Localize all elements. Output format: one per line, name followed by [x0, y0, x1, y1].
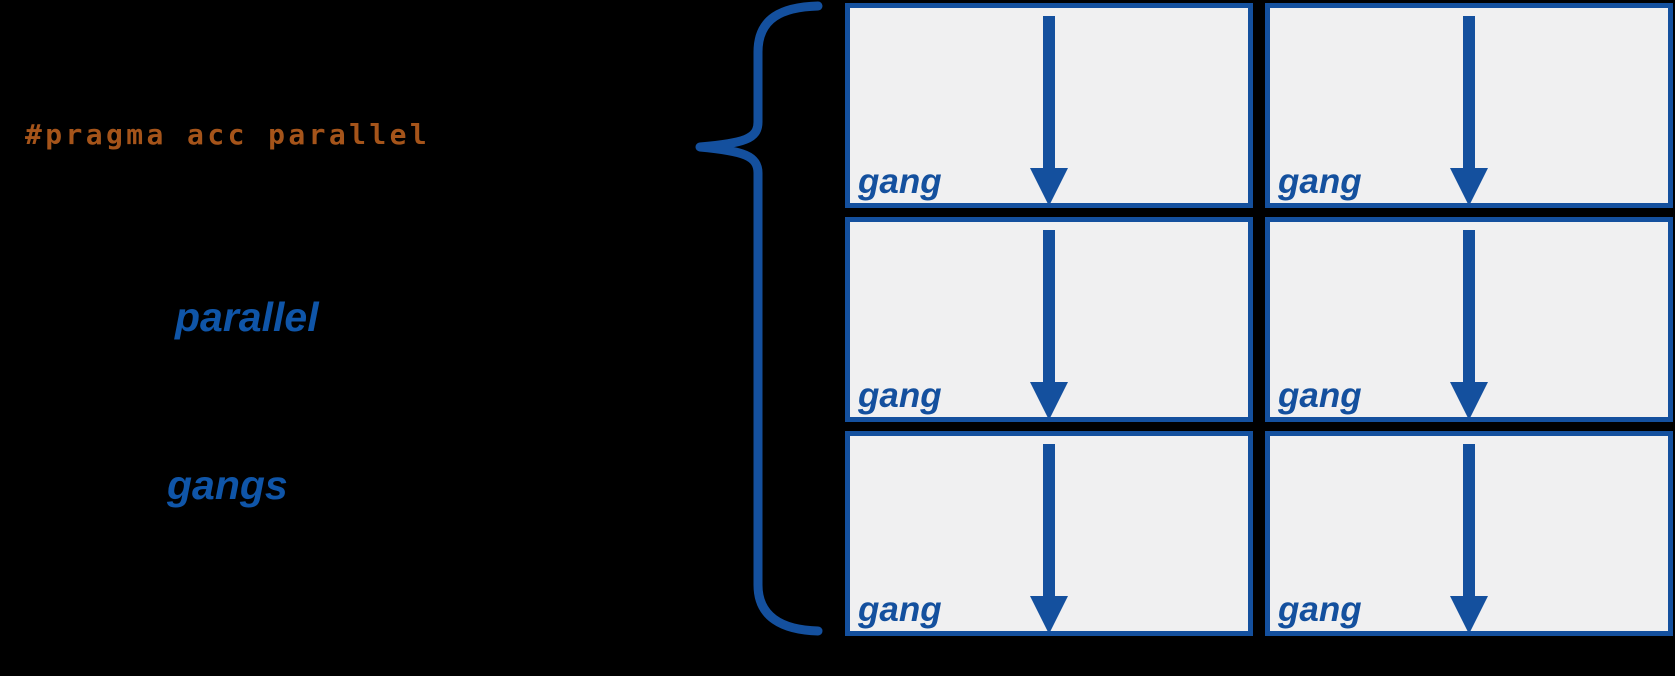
pragma-directive-text: #pragma acc parallel: [25, 118, 431, 151]
down-arrow-icon: [1450, 444, 1488, 634]
gang-grid: gang gang gang gang gang gang: [845, 3, 1673, 636]
down-arrow-icon: [1030, 444, 1068, 634]
gang-box: gang: [1265, 431, 1673, 636]
down-arrow-icon: [1450, 230, 1488, 420]
gang-box-label: gang: [1278, 590, 1362, 629]
down-arrow-icon: [1030, 16, 1068, 206]
gang-box-label: gang: [1278, 162, 1362, 201]
down-arrow-icon: [1030, 230, 1068, 420]
gang-box: gang: [1265, 217, 1673, 422]
gang-box: gang: [845, 217, 1253, 422]
parallel-keyword-label: parallel: [175, 294, 319, 340]
gang-box: gang: [845, 431, 1253, 636]
curly-brace: [695, 1, 823, 636]
gang-box: gang: [1265, 3, 1673, 208]
gang-box-label: gang: [858, 376, 942, 415]
gang-box-label: gang: [858, 590, 942, 629]
down-arrow-icon: [1450, 16, 1488, 206]
gang-box-label: gang: [1278, 376, 1362, 415]
gang-box: gang: [845, 3, 1253, 208]
gangs-keyword-label: gangs: [167, 462, 288, 508]
gang-box-label: gang: [858, 162, 942, 201]
